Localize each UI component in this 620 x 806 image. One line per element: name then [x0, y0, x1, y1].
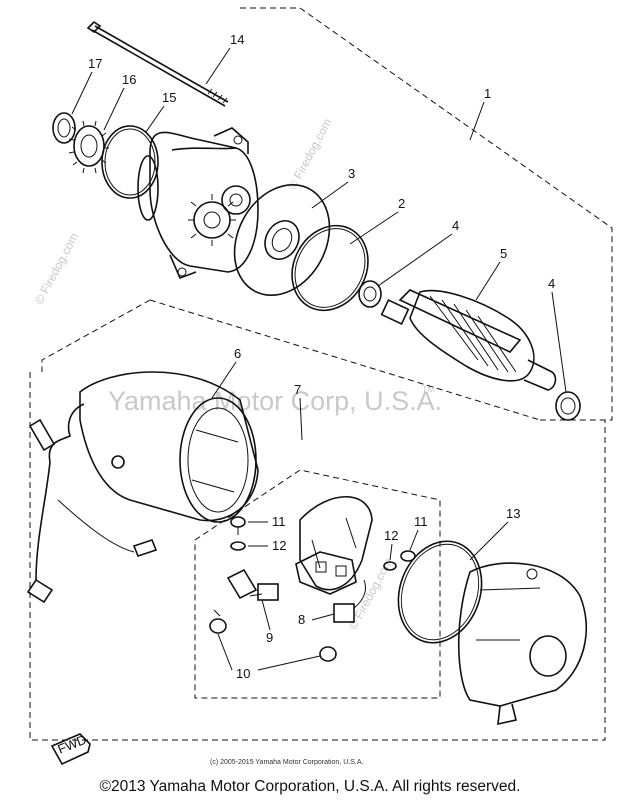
callout-1: 1 [484, 86, 491, 101]
callout-12-left: 12 [272, 538, 286, 553]
callout-4-front: 4 [452, 218, 459, 233]
boundary-outer [29, 372, 606, 741]
gasket-ring-inner [294, 228, 366, 308]
callout-8: 8 [298, 612, 305, 627]
callout-11-right: 11 [414, 514, 428, 529]
through-bolt [86, 20, 229, 107]
fwd-arrow-icon: FWD [50, 732, 91, 766]
callout-2: 2 [398, 196, 405, 211]
lock-washer-left [230, 541, 246, 551]
callout-11-left: 11 [272, 514, 286, 529]
callout-13: 13 [506, 506, 520, 521]
spring-10-upper [209, 609, 227, 634]
callout-6: 6 [234, 346, 241, 361]
lock-washer-right [383, 561, 397, 571]
callout-12-right: 12 [384, 528, 398, 543]
end-cover-plate [233, 183, 331, 297]
brush-9 [226, 568, 279, 601]
washer-front-inner [363, 286, 377, 302]
rear-cover-o-ring [397, 540, 483, 644]
footer-copyright: ©2013 Yamaha Motor Corporation, U.S.A. A… [99, 778, 521, 795]
callout-5: 5 [500, 246, 507, 261]
circlip [52, 112, 76, 144]
boundary-brush-holder-7 [194, 469, 441, 699]
pinion-gear [68, 120, 109, 174]
small-copyright: (c) 2005-2015 Yamaha Motor Corporation, … [210, 759, 363, 766]
callout-17: 17 [88, 56, 102, 71]
watermark-site-top: © Firedog.com [285, 116, 334, 192]
callout-3: 3 [348, 166, 355, 181]
callout-4-rear: 4 [548, 276, 555, 291]
armature [380, 289, 557, 391]
callout-15: 15 [162, 90, 176, 105]
callout-16: 16 [122, 72, 136, 87]
brush-8 [333, 579, 367, 623]
rear-cover-o-ring-inner [400, 543, 480, 641]
boundary-left [41, 299, 151, 372]
washer-front [358, 280, 382, 308]
callout-7: 7 [294, 382, 301, 397]
screw-left [230, 516, 246, 535]
boundary-assembly-1 [240, 7, 613, 421]
watermark-site-mid: © Firedog.com [32, 230, 81, 306]
rear-cover [457, 562, 588, 726]
callout-9: 9 [266, 630, 273, 645]
washer-rear [555, 391, 581, 421]
brush-holder-plate [295, 496, 373, 595]
group-boundaries [29, 7, 613, 741]
callout-14: 14 [230, 32, 244, 47]
o-ring-large-inner [104, 128, 156, 196]
leader-lines [71, 47, 567, 671]
yoke-housing [26, 371, 259, 604]
watermark-text: Yamaha Motor Corp, U.S.A. [108, 386, 442, 416]
washer-rear-inner [560, 397, 576, 415]
watermark-tm: TM [422, 384, 435, 394]
callout-numbers: 1 2 3 4 5 4 6 7 8 9 10 11 11 12 12 13 14… [88, 32, 555, 681]
callout-10: 10 [236, 666, 250, 681]
fwd-label: FWD [56, 732, 89, 757]
o-ring-large [101, 125, 159, 199]
spring-10-lower [319, 646, 337, 662]
boundary-top-diagonal [149, 299, 541, 421]
front-cover-housing [137, 127, 259, 280]
watermark-layer: Yamaha Motor Corp, U.S.A. TM © Firedog.c… [32, 116, 442, 632]
